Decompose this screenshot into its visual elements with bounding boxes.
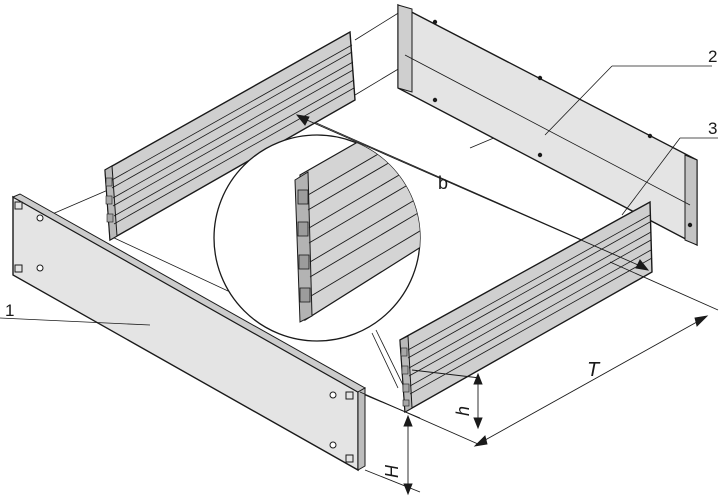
front-profile-rail xyxy=(399,200,653,414)
part-2-label: 2 xyxy=(708,47,717,66)
part-3-label: 3 xyxy=(708,119,717,138)
part-1-label: 1 xyxy=(5,301,14,320)
front-panel xyxy=(11,193,367,472)
rear-profile-rail xyxy=(104,30,356,242)
dimension-b-label: b xyxy=(438,173,448,193)
dimension-T-line xyxy=(359,261,719,447)
dimension-H-line xyxy=(364,394,421,496)
dimension-H-label: H xyxy=(382,464,402,478)
leader-lines xyxy=(0,65,718,326)
dimension-b-line xyxy=(295,114,650,271)
profile-detail-view xyxy=(213,134,421,389)
dimension-h-label: h xyxy=(453,406,473,416)
dimension-h-line xyxy=(411,369,483,430)
dimension-T-label: T xyxy=(587,359,601,381)
rear-panel xyxy=(397,3,698,247)
